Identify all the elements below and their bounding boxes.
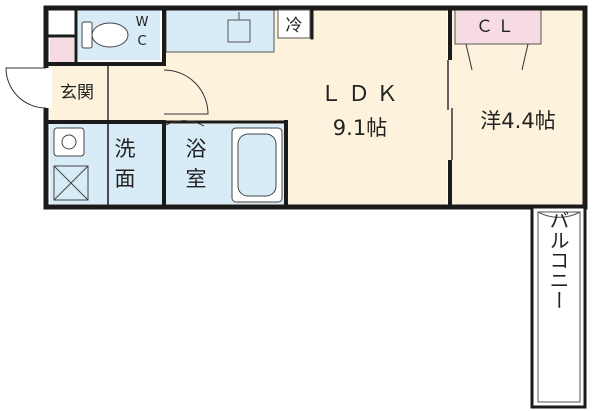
wc-label-w: W (136, 15, 149, 30)
refrigerator-box (277, 9, 311, 39)
wc-label-c: C (137, 34, 146, 49)
bedroom-label: 洋4.4帖 (480, 109, 555, 133)
washroom-label-top: 洗 (115, 137, 136, 161)
bedroom-door-gap (446, 60, 454, 160)
ldk-size: 9.1帖 (333, 116, 387, 140)
washbasin-icon (53, 127, 85, 157)
washing-machine-tray-icon (53, 165, 89, 201)
pink-storage (50, 38, 74, 62)
entrance-door-swing (5, 67, 47, 109)
bathroom-label-bottom: 室 (186, 167, 207, 191)
kitchen-counter (165, 9, 275, 53)
bath-door-swing (163, 120, 205, 127)
washroom-label-bottom: 面 (115, 167, 136, 191)
ldk-door-gap (160, 70, 168, 116)
ldk-door-swing (163, 69, 209, 115)
balcony (530, 205, 587, 409)
bathtub-icon (231, 127, 283, 203)
balcony-label: バルコニー (546, 210, 570, 310)
toilet-icon (81, 21, 129, 49)
closet-label: ＣＬ (476, 17, 518, 37)
entrance-floor (50, 66, 164, 122)
ldk-label: ＬＤＫ (320, 82, 404, 107)
entrance-label: 玄関 (60, 83, 94, 103)
refrigerator-label: 冷 (286, 16, 303, 36)
entrance-door-gap (42, 68, 52, 108)
bathroom-label-top: 浴 (186, 137, 207, 161)
